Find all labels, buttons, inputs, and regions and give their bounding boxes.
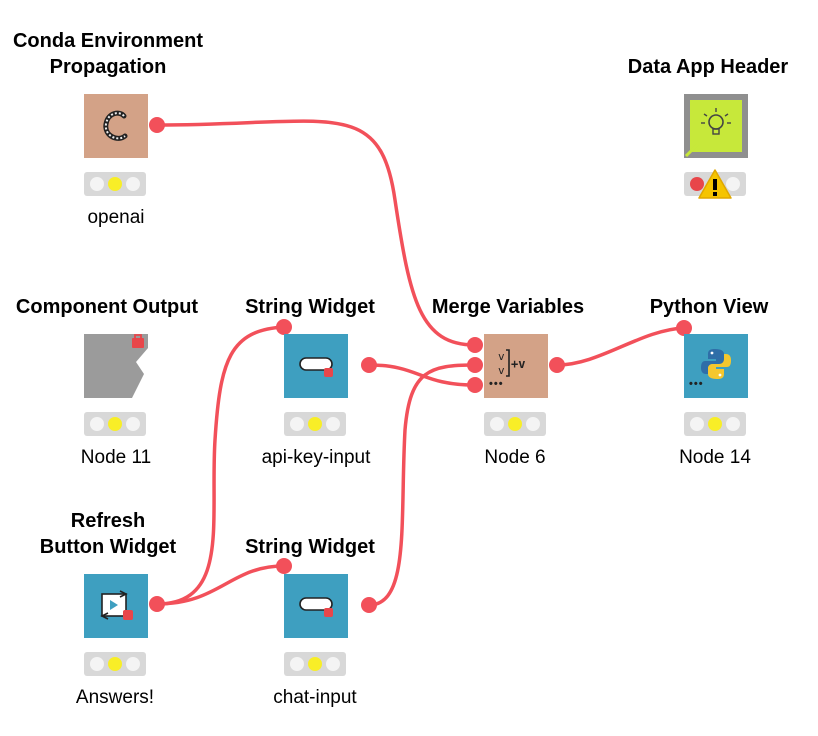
node-title-string-widget-2: String Widget [245, 536, 375, 558]
string-widget-icon [299, 357, 333, 377]
port-merge-in-3[interactable] [467, 377, 483, 393]
node-label-python-view: Node 14 [679, 447, 751, 468]
port-merge-in-1[interactable] [467, 337, 483, 353]
status-light-on [108, 417, 122, 431]
node-label-merge-variables: Node 6 [484, 447, 546, 468]
node-label-string-widget-1: api-key-input [261, 447, 371, 468]
port-string-widget-1-out[interactable] [361, 357, 377, 373]
string-widget-icon [299, 597, 333, 617]
lightbulb-icon [701, 108, 731, 135]
node-title-data-app-header: Data App Header [627, 56, 789, 78]
port-string-widget-2-out[interactable] [361, 597, 377, 613]
merge-variables-icon: v v +v [498, 349, 525, 377]
status-lights-python-view [684, 412, 746, 436]
status-light-off [90, 417, 104, 431]
status-light-off [290, 657, 304, 671]
status-light-off [490, 417, 504, 431]
node-string-widget-chat-input[interactable] [284, 574, 348, 638]
svg-text:v: v [498, 350, 505, 363]
corner-arrow-icon [684, 142, 700, 158]
more-options-icon: ••• [489, 378, 504, 390]
node-merge-variables[interactable]: v v +v ••• [484, 334, 548, 398]
port-merge-in-2[interactable] [467, 357, 483, 373]
status-light-red [690, 177, 704, 191]
status-light-off [126, 177, 140, 191]
port-string-widget-2-in[interactable] [276, 558, 292, 574]
status-light-off [726, 417, 740, 431]
status-light-off [90, 657, 104, 671]
status-light-off [326, 657, 340, 671]
status-light-off [690, 417, 704, 431]
warning-icon[interactable] [697, 168, 733, 200]
status-light-on [708, 417, 722, 431]
status-light-off [526, 417, 540, 431]
status-light-off [726, 177, 740, 191]
status-light-on [308, 417, 322, 431]
status-light-on [108, 657, 122, 671]
wire-stringwidget2-to-merge[interactable] [367, 363, 477, 607]
svg-text:+v: +v [511, 357, 525, 371]
node-title-component-output: Component Output [15, 296, 199, 318]
node-title-refresh-button: Refresh Button Widget [39, 510, 177, 558]
status-lights-conda [84, 172, 146, 196]
node-title-merge-variables: Merge Variables [431, 296, 585, 318]
status-lights-refresh-button [84, 652, 146, 676]
status-light-off [126, 417, 140, 431]
wire-stringwidget1-to-merge[interactable] [367, 363, 477, 387]
node-component-output[interactable] [84, 334, 148, 398]
node-title-string-widget-1: String Widget [245, 296, 375, 318]
node-data-app-header[interactable] [684, 94, 748, 158]
svg-text:v: v [498, 364, 505, 377]
status-light-on [508, 417, 522, 431]
node-conda-environment-propagation[interactable] [84, 94, 148, 158]
port-refresh-button-out[interactable] [149, 596, 165, 612]
lock-icon [132, 338, 144, 348]
status-lights-merge-variables [484, 412, 546, 436]
status-light-off [326, 417, 340, 431]
port-merge-out[interactable] [549, 357, 565, 373]
refresh-button-icon [100, 590, 133, 620]
wire-merge-to-python[interactable] [555, 326, 686, 367]
node-label-conda: openai [87, 207, 145, 228]
status-lights-string-widget-1 [284, 412, 346, 436]
node-label-component-output: Node 11 [80, 447, 152, 468]
conda-c-icon [103, 110, 128, 141]
port-conda-out[interactable] [149, 117, 165, 133]
more-options-icon: ••• [689, 378, 704, 390]
port-string-widget-1-in[interactable] [276, 319, 292, 335]
python-icon [701, 349, 731, 379]
node-python-view[interactable]: ••• [684, 334, 748, 398]
status-light-on [108, 177, 122, 191]
node-title-python-view: Python View [649, 296, 769, 318]
status-light-off [290, 417, 304, 431]
node-label-refresh-button: Answers! [75, 687, 155, 708]
node-string-widget-api-key[interactable] [284, 334, 348, 398]
status-light-off [126, 657, 140, 671]
status-light-on [308, 657, 322, 671]
node-refresh-button-widget[interactable] [84, 574, 148, 638]
status-light-off [90, 177, 104, 191]
status-lights-component-output [84, 412, 146, 436]
node-title-conda: Conda Environment Propagation [12, 30, 203, 78]
port-python-view-in[interactable] [676, 320, 692, 336]
node-label-string-widget-2: chat-input [273, 687, 357, 708]
status-lights-string-widget-2 [284, 652, 346, 676]
wire-refresh-to-stringwidget2[interactable] [155, 564, 286, 606]
